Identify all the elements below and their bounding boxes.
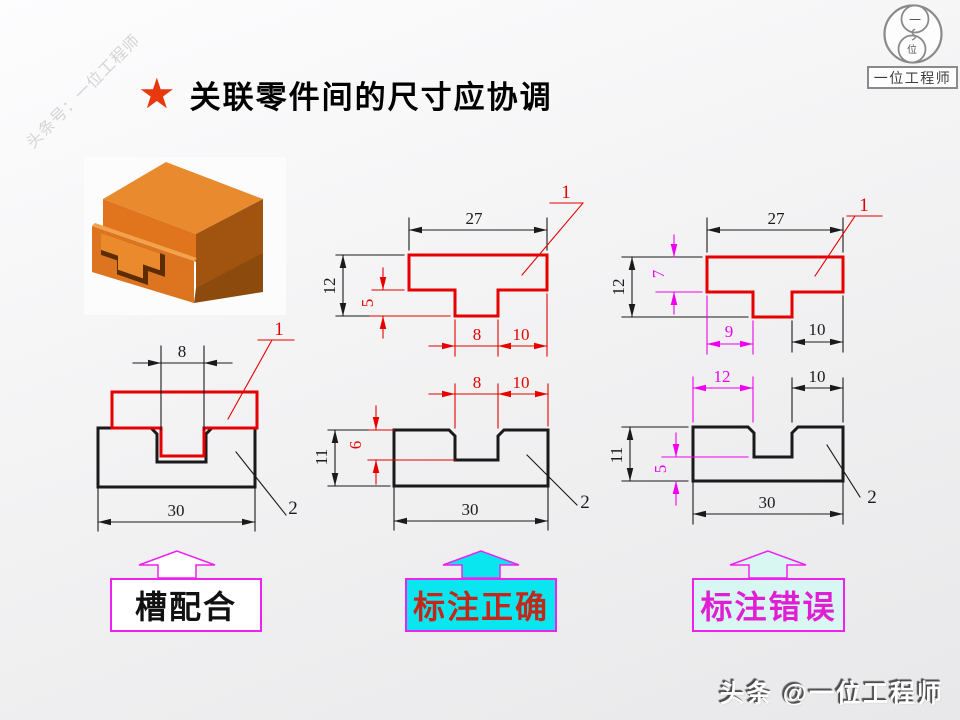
dim-label: 30 [759,493,776,512]
dim-label: 9 [725,322,734,341]
dim-label: 5 [358,299,377,308]
t-slot-cutout [101,232,165,286]
dim-label: 8 [178,342,187,361]
dim-label: 27 [768,209,786,228]
logo-top-circle [900,4,930,34]
logo-squiggle [911,28,917,41]
dim-12 [335,254,451,317]
wrong-top-view: 27 12 7 9 10 [609,195,883,355]
dim-30 [692,482,844,525]
leader-2 [826,444,861,498]
dim-label: 6 [346,441,365,450]
dim-label: 8 [473,325,482,344]
logo-name-box [867,66,958,89]
dim-5 [369,267,451,339]
assembly-dim-8 [132,345,233,431]
dim-30 [393,487,549,531]
dim-6 [367,405,456,485]
3d-assembly-svg [92,162,263,303]
slot-part-outline [691,425,845,483]
title-row: ★ 关联零件间的尺寸应协调 [138,72,553,117]
label-groove-fit: 槽配合 [110,578,262,632]
dim-10 [791,377,844,423]
dim-label: 10 [513,373,530,392]
bottom-block-top-ledge [92,223,197,261]
engineer-logo: 一 位 一位工程师 [867,4,958,89]
dim-5 [661,432,749,506]
top-block-top-face [103,162,263,234]
up-arrow-icon [442,550,520,578]
logo-top-char: 一 [909,13,921,27]
dim-8-10 [428,383,549,429]
dim-7 [655,234,703,315]
wrong-bottom-view: 12 10 11 5 30 2 [607,367,877,525]
assembly-dim-30 [97,488,256,532]
bottom-block-right-face [194,253,263,303]
top-block-front-face [103,199,196,262]
dim-8-10 [428,293,548,357]
dim-12 [692,376,754,423]
part-number: 2 [867,487,877,508]
slot-part-outline [392,428,550,488]
leader-1 [814,215,883,277]
dim-10 [791,295,844,353]
dim-label: 12 [609,279,628,296]
part-number: 2 [580,492,590,513]
assembly-rail-outline [110,390,259,458]
dim-9 [706,295,754,355]
dim-label: 30 [462,500,479,519]
correct-top-view: 27 12 5 8 10 1 [320,182,584,357]
part-number: 1 [859,195,869,216]
part-number: 1 [274,319,284,340]
bottom-block [92,223,263,303]
label-correct-marking: 标注正确 [405,578,557,632]
logo-bottom-char: 位 [907,43,917,56]
leader-2 [526,454,578,506]
dim-label: 27 [466,209,484,228]
top-block [103,162,263,289]
up-arrow-icon [729,550,807,578]
dim-label: 7 [649,269,668,278]
dim-label: 30 [168,501,185,520]
star-icon: ★ [138,71,176,118]
dim-12 [621,256,749,318]
logo-name: 一位工程师 [874,71,952,87]
footer-watermark: 头条 @一位工程师 [719,680,944,708]
page-title: 关联零件间的尺寸应协调 [189,80,553,115]
dim-label: 10 [809,367,826,386]
dim-label: 11 [607,447,626,463]
assembly-base-outline [96,426,257,489]
dim-27 [706,217,844,253]
dim-label: 5 [651,465,670,474]
assembly-leader-2 [235,451,287,516]
dim-label: 10 [513,325,530,344]
assembly-view: 8 30 1 2 [96,319,298,532]
label-wrong-marking: 标注错误 [692,578,845,632]
part-number: 1 [561,182,571,203]
t-rail-cross-section [101,232,160,279]
t-part-outline [705,255,845,319]
correct-bottom-view: 8 10 6 11 30 2 [312,373,590,531]
assembly-leader-1 [227,339,295,420]
dim-label: 10 [809,320,826,339]
leader-1 [521,202,584,276]
dim-label: 12 [320,278,339,295]
dim-label: 11 [312,449,331,465]
3d-assembly-image [84,157,286,315]
dim-label: 12 [714,367,731,386]
t-part-outline [407,253,549,318]
dim-11 [327,429,391,487]
part-number: 2 [288,498,298,519]
logo-bottom-circle [897,34,927,64]
dim-label: 8 [473,373,482,392]
up-arrow-icon [138,550,216,578]
top-block-right-face [196,199,263,289]
